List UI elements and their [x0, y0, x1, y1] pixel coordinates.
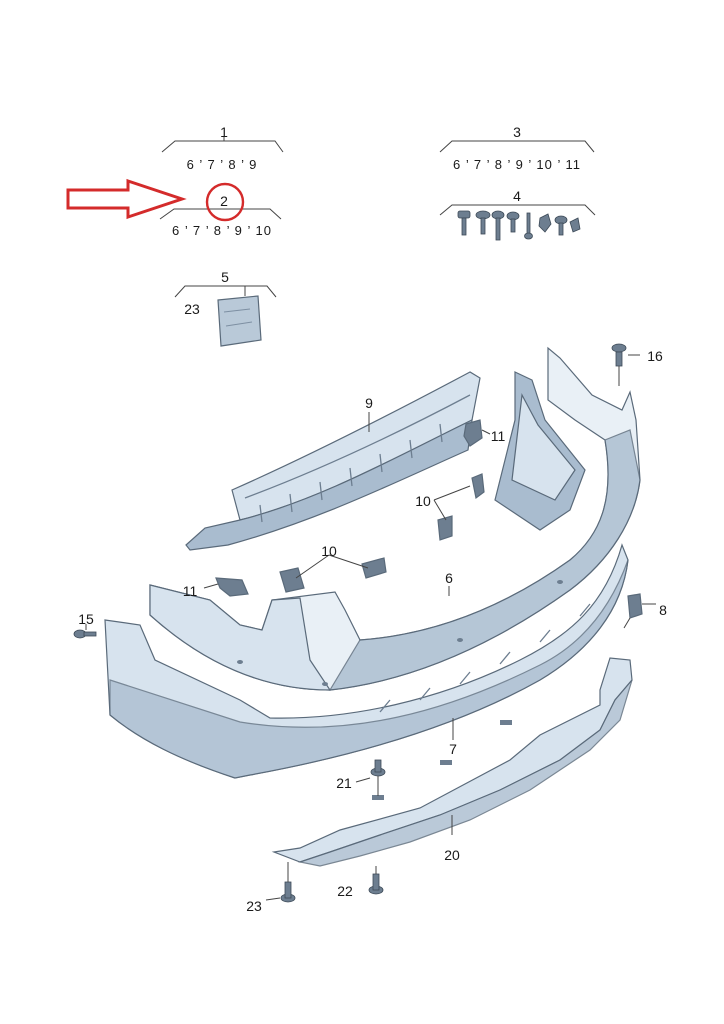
clip-part-8: 8 — [623, 593, 667, 629]
group-2-sub: 6 ’ 7 ’ 8 ’ 9 ’ 10 — [172, 223, 272, 238]
callout-21: 21 — [336, 775, 352, 791]
group-3-number: 3 — [513, 124, 521, 140]
lower-spoiler-part-20: 20 — [271, 657, 633, 867]
group-1-number: 1 — [220, 124, 228, 140]
group-1: 1 6 ’ 7 ’ 8 ’ 9 — [161, 124, 284, 172]
group-4-number: 4 — [513, 188, 521, 204]
group-5-number: 5 — [221, 269, 229, 285]
bracket-10-center: 10 — [279, 543, 387, 593]
callout-20: 20 — [444, 847, 460, 863]
callout-22: 22 — [337, 883, 353, 899]
callout-15: 15 — [78, 611, 94, 627]
side-guide-bracket — [494, 371, 586, 531]
group-2-number: 2 — [220, 193, 228, 209]
screw-23: 23 — [246, 862, 296, 914]
callout-10-right: 10 — [415, 493, 431, 509]
callout-23: 23 — [246, 898, 262, 914]
group-1-sub: 6 ’ 7 ’ 8 ’ 9 — [187, 157, 258, 172]
bracket-10-right: 10 — [415, 473, 485, 541]
callout-10-center: 10 — [321, 543, 337, 559]
screw-15: 15 — [73, 611, 97, 639]
group-3: 3 6 ’ 7 ’ 8 ’ 9 ’ 10 ’ 11 — [439, 124, 595, 172]
callout-11-left: 11 — [183, 583, 198, 599]
carrier-part-9: 9 — [185, 371, 481, 551]
screw-22: 22 — [337, 866, 384, 899]
highlight-arrow-icon — [66, 178, 187, 220]
fastener-set-icon — [457, 210, 581, 241]
bumper-cover-part-6: 6 — [149, 346, 641, 691]
group-4: 4 — [439, 188, 596, 241]
callout-8: 8 — [659, 602, 667, 618]
group-5-extra: 23 — [184, 301, 200, 317]
lower-trim-part-7: 7 — [104, 543, 629, 779]
callout-16: 16 — [647, 348, 663, 364]
group-5: 5 23 — [174, 269, 277, 347]
group-3-sub: 6 ’ 7 ’ 8 ’ 9 ’ 10 ’ 11 — [453, 157, 581, 172]
parts-bag-icon — [217, 295, 262, 347]
group-2: 2 6 ’ 7 ’ 8 ’ 9 ’ 10 — [159, 182, 282, 238]
callout-11-upper: 11 — [491, 428, 506, 444]
bracket-11-upper: 11 — [463, 419, 506, 447]
callout-6: 6 — [445, 570, 453, 586]
callout-9: 9 — [365, 395, 373, 411]
bracket-11-left: 11 — [183, 577, 249, 599]
callout-7: 7 — [449, 741, 457, 757]
screw-21: 21 — [336, 759, 386, 796]
screw-16: 16 — [611, 343, 663, 386]
highlight-circle — [205, 182, 245, 222]
